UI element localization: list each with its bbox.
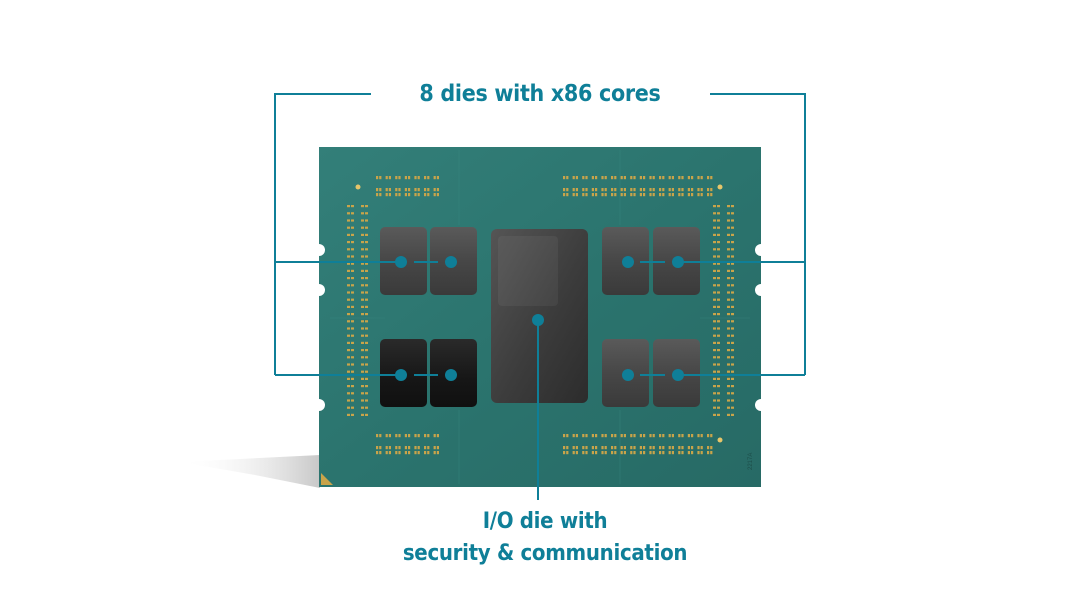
callout-dots	[395, 256, 684, 381]
cores-dies-label: 8 dies with x86 cores	[370, 78, 710, 110]
package-marking: 2217A	[748, 453, 754, 470]
callout-dot	[672, 256, 684, 268]
callout-dot	[622, 369, 634, 381]
pin1-triangle-icon	[321, 473, 333, 485]
package-shadow	[180, 455, 320, 488]
io-die-label: I/O die with security & communication	[380, 506, 710, 570]
fiducial-dot	[355, 184, 361, 190]
fiducial-dot	[717, 184, 723, 190]
callout-dot	[672, 369, 684, 381]
capacitor-pad-arrays	[347, 176, 734, 455]
io-die-highlight	[498, 236, 558, 306]
callout-dot	[395, 256, 407, 268]
callout-dot	[395, 369, 407, 381]
cores-dies-label-text: 8 dies with x86 cores	[419, 81, 661, 107]
io-die-label-line1: I/O die with	[482, 509, 608, 534]
callout-lines	[274, 93, 806, 500]
io-die-label-line2: security & communication	[402, 541, 688, 566]
callout-dot	[445, 369, 457, 381]
cpu-substrate: 2217A	[313, 147, 767, 487]
callout-dot	[532, 314, 544, 326]
callout-dot	[445, 256, 457, 268]
callout-dot	[622, 256, 634, 268]
fiducial-dot	[717, 437, 723, 443]
